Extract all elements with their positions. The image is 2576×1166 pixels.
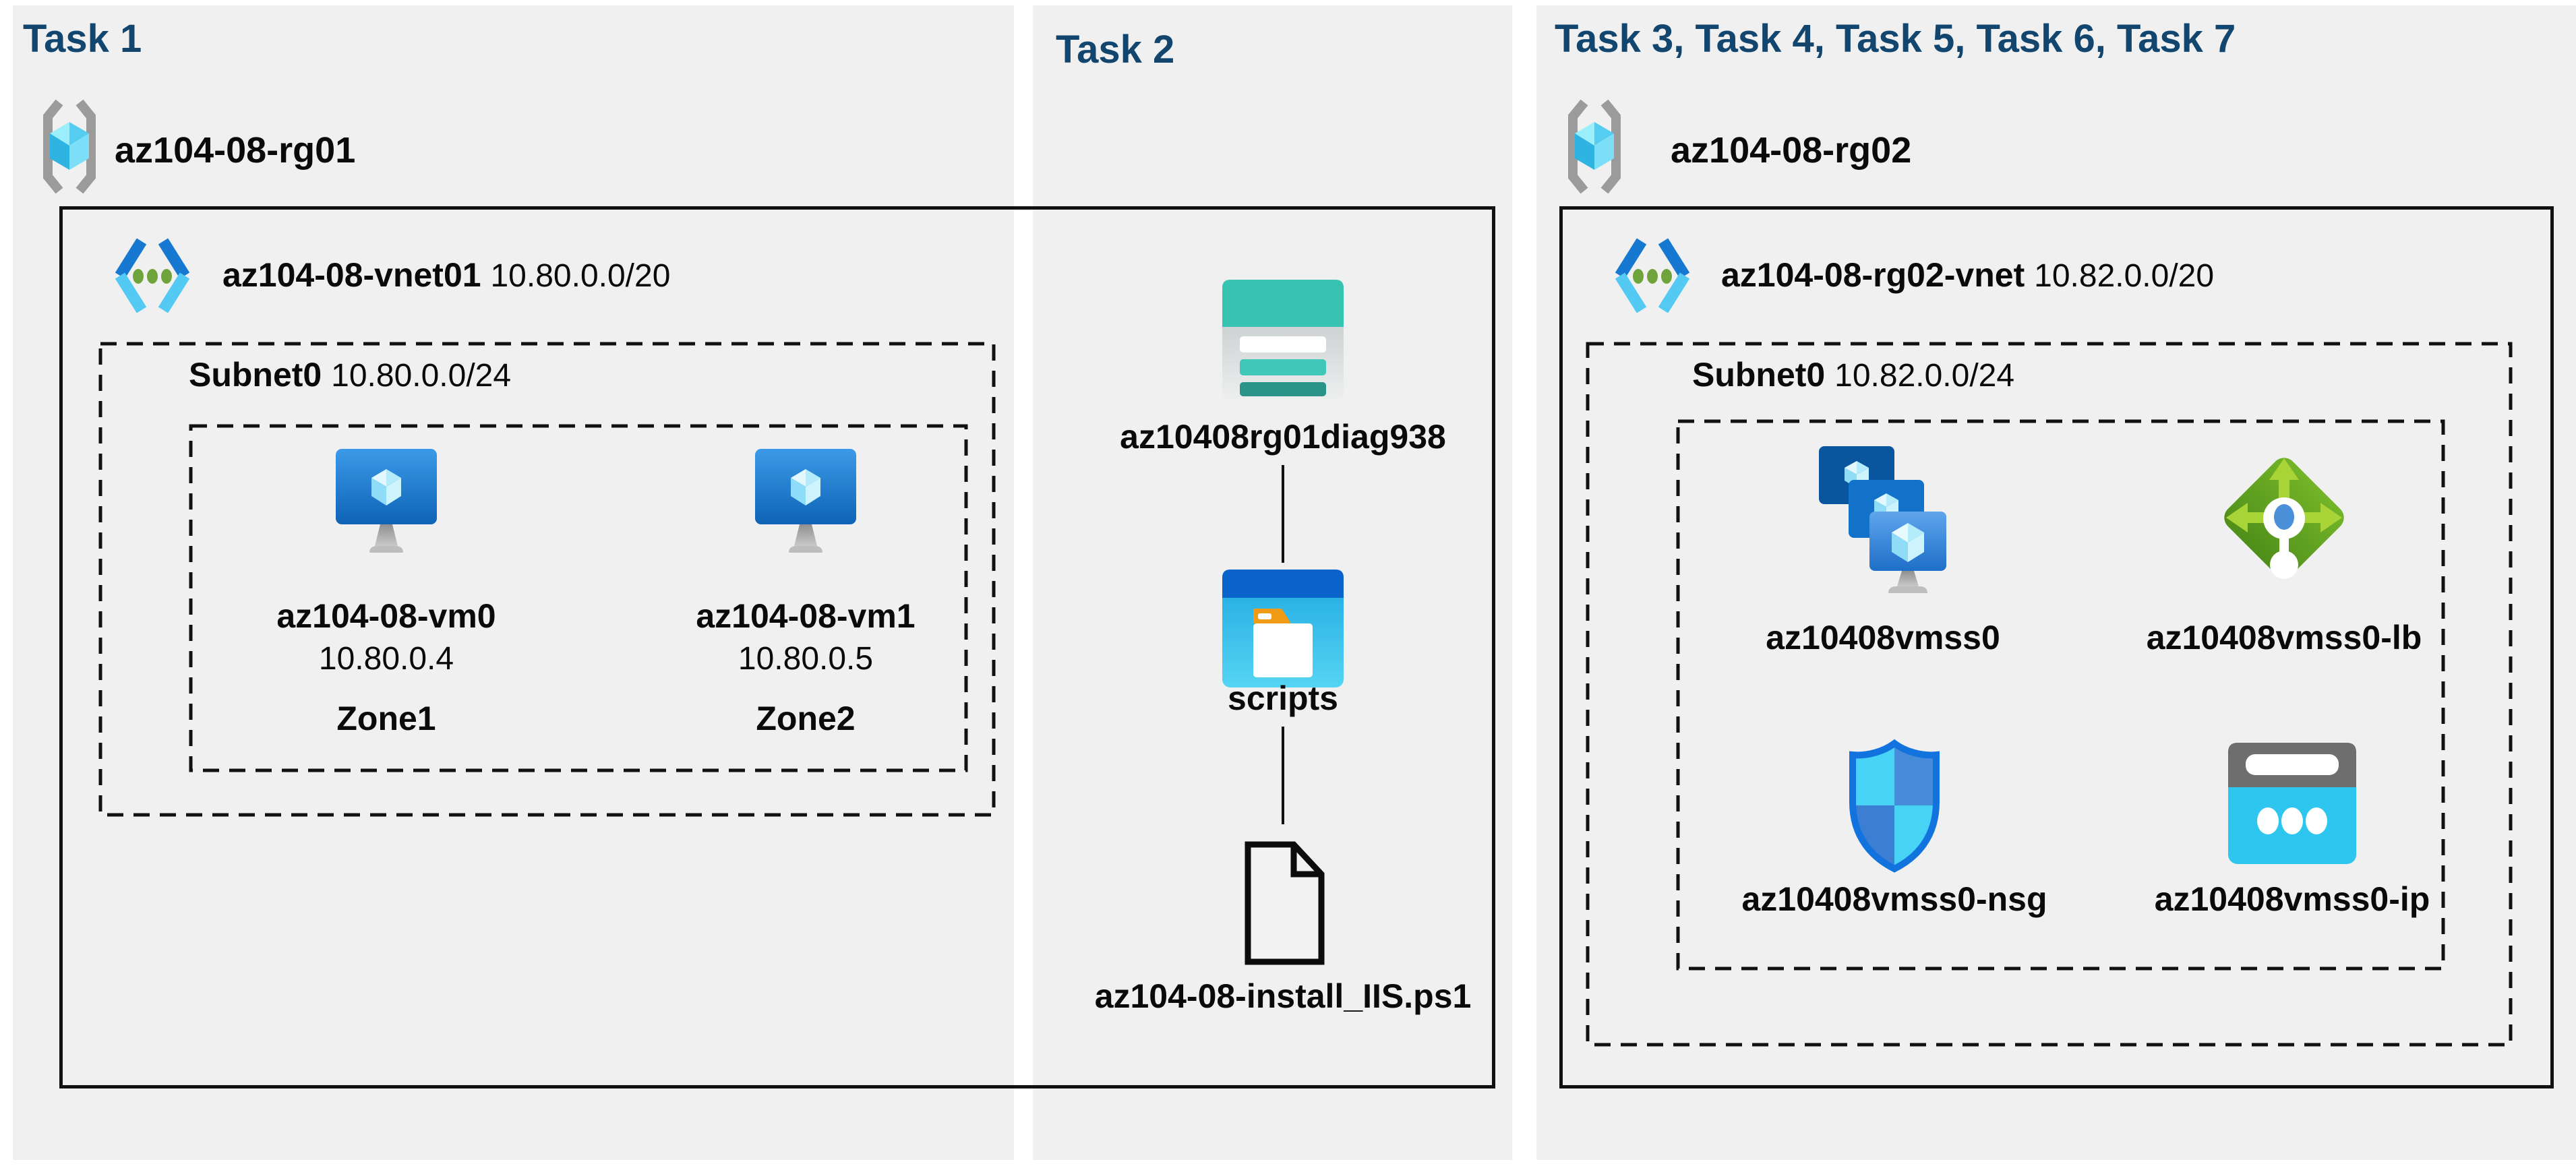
subnet0-rg02-cidr: 10.82.0.0/24 bbox=[1834, 358, 2015, 394]
connector-container-to-file bbox=[1282, 727, 1284, 824]
rg01-label: az104-08-rg01 bbox=[115, 130, 356, 171]
load-balancer-icon bbox=[2203, 437, 2365, 599]
vnet01-name: az104-08-vnet01 bbox=[222, 256, 481, 294]
rg02-label: az104-08-rg02 bbox=[1671, 130, 1912, 171]
vnet02-label: az104-08-rg02-vnet 10.82.0.0/20 bbox=[1721, 256, 2214, 295]
vm1-zone-label: Zone2 bbox=[756, 700, 856, 737]
subnet0-name: Subnet0 bbox=[189, 356, 322, 394]
vnet02-name: az104-08-rg02-vnet bbox=[1721, 256, 2025, 294]
availability-zones-boundary bbox=[189, 424, 968, 772]
task1-header: Task 1 bbox=[23, 17, 142, 61]
container-label: scripts bbox=[1228, 679, 1338, 717]
blob-container-icon bbox=[1222, 570, 1344, 687]
task2-header: Task 2 bbox=[1056, 28, 1175, 71]
task3-header: Task 3, Task 4, Task 5, Task 6, Task 7 bbox=[1555, 17, 2236, 61]
vm0-ip-label: 10.80.0.4 bbox=[318, 641, 454, 677]
subnet0-rg02-name: Subnet0 bbox=[1692, 356, 1826, 394]
vnet01-label: az104-08-vnet01 10.80.0.0/20 bbox=[222, 256, 670, 295]
resource-group-icon bbox=[39, 98, 100, 195]
storage-account-icon bbox=[1222, 280, 1344, 401]
load-balancer-label: az10408vmss0-lb bbox=[2146, 619, 2422, 656]
nsg-label: az10408vmss0-nsg bbox=[1741, 880, 2047, 918]
resource-group-icon bbox=[1564, 98, 1625, 195]
virtual-network-icon bbox=[115, 236, 190, 315]
vm0-zone-label: Zone1 bbox=[336, 700, 436, 737]
vnet01-cidr: 10.80.0.0/20 bbox=[490, 258, 671, 294]
public-ip-label: az10408vmss0-ip bbox=[2154, 880, 2430, 918]
vnet02-cidr: 10.82.0.0/20 bbox=[2034, 258, 2215, 294]
subnet0-label: Subnet0 10.80.0.0/24 bbox=[189, 356, 511, 395]
virtual-machine-icon bbox=[755, 449, 856, 557]
script-file-label: az104-08-install_IIS.ps1 bbox=[1094, 977, 1472, 1015]
column-task1 bbox=[13, 5, 1014, 1160]
vm1-name-label: az104-08-vm1 bbox=[696, 597, 916, 635]
vm1-ip-label: 10.80.0.5 bbox=[738, 641, 874, 677]
vm-scale-set-icon bbox=[1819, 446, 1947, 594]
public-ip-icon bbox=[2228, 743, 2356, 864]
connector-storage-to-container bbox=[1282, 465, 1284, 563]
subnet0-rg02-boundary bbox=[1586, 342, 2513, 1047]
rg01-boundary-box bbox=[59, 206, 1495, 1088]
vm0-name-label: az104-08-vm0 bbox=[276, 597, 496, 635]
virtual-machine-icon bbox=[336, 449, 437, 557]
subnet0-cidr: 10.80.0.0/24 bbox=[331, 358, 512, 394]
rg02-boundary-box bbox=[1559, 206, 2554, 1088]
subnet0-rg02-label: Subnet0 10.82.0.0/24 bbox=[1692, 356, 2014, 395]
storage-account-label: az10408rg01diag938 bbox=[1120, 418, 1446, 456]
vmss-resources-boundary bbox=[1676, 419, 2445, 971]
script-file-icon bbox=[1242, 839, 1327, 967]
vmss-label: az10408vmss0 bbox=[1766, 619, 2000, 656]
network-security-group-icon bbox=[1840, 738, 1948, 873]
virtual-network-icon bbox=[1615, 236, 1690, 315]
